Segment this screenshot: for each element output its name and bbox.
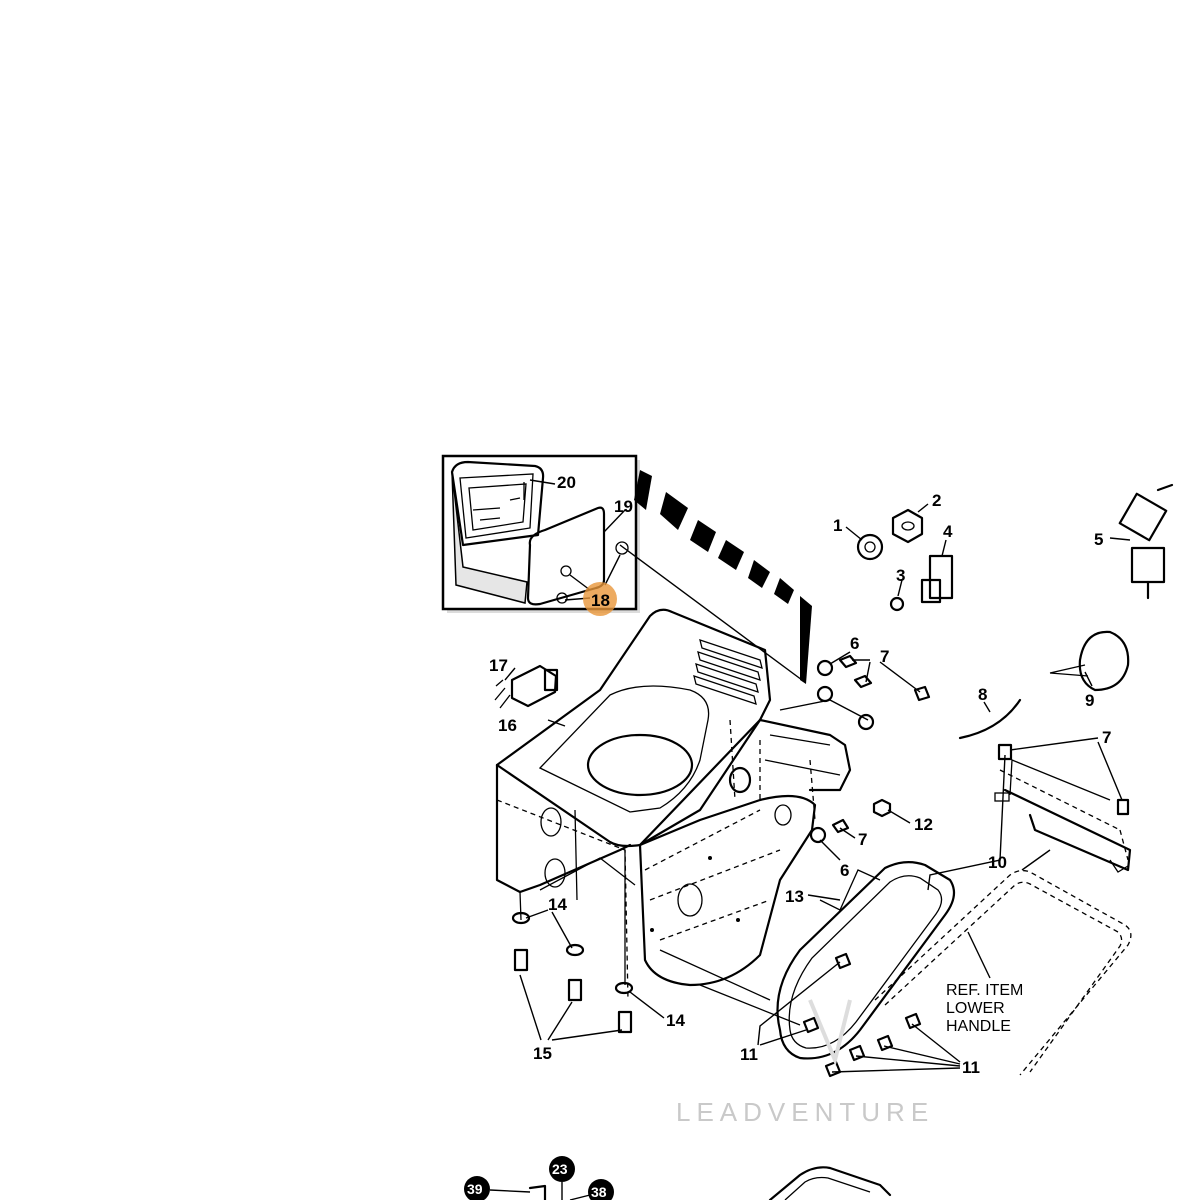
ref-item-line-2: LOWER [946,1000,1005,1017]
ref-item-line-3: HANDLE [946,1018,1011,1035]
label-part-14a[interactable]: 14 [548,895,567,914]
bottom-section: 39 23 38 [464,1156,892,1200]
ref-item-line-1: REF. ITEM [946,982,1023,999]
main-housing [495,608,852,1026]
label-part-6a[interactable]: 6 [850,634,859,653]
label-part-11a[interactable]: 11 [740,1045,758,1064]
belt-cover [776,861,956,1060]
label-part-3[interactable]: 3 [896,566,905,585]
label-part-12[interactable]: 12 [914,815,933,834]
watermark-text: LEADVENTURE [676,1097,934,1127]
label-part-13[interactable]: 13 [785,887,804,906]
lower-handle [874,869,1132,1076]
label-part-16[interactable]: 16 [498,716,517,735]
watermark: LEADVENTURE [676,999,934,1127]
label-part-14b[interactable]: 14 [666,1011,685,1030]
ref-item-note: REF. ITEM LOWER HANDLE [946,982,1023,1035]
fasteners [494,483,1174,1078]
label-part-7b[interactable]: 7 [1102,728,1111,747]
label-part-19[interactable]: 19 [614,497,633,516]
handle-bracket [927,754,1132,891]
label-part-10[interactable]: 10 [988,853,1007,872]
label-part-18[interactable]: 18 [591,591,610,610]
highlight-part-18[interactable]: 18 [583,582,617,616]
inset-pointer [634,470,812,684]
callout-39[interactable]: 39 [467,1181,483,1197]
label-part-20[interactable]: 20 [557,473,576,492]
label-part-15[interactable]: 15 [533,1044,552,1063]
inset-detail [441,454,640,613]
label-part-17[interactable]: 17 [489,656,508,675]
label-part-11b[interactable]: 11 [962,1058,980,1077]
label-part-4[interactable]: 4 [943,522,953,541]
label-part-8[interactable]: 8 [978,685,987,704]
part-labels: 1 2 3 4 5 6 6 7 7 7 8 9 10 11 11 12 13 1… [489,473,1111,1077]
leader-lines [504,503,1131,1073]
label-part-1[interactable]: 1 [833,516,842,535]
callout-38[interactable]: 38 [591,1184,607,1200]
label-part-9[interactable]: 9 [1085,691,1094,710]
label-part-2[interactable]: 2 [932,491,941,510]
callout-23[interactable]: 23 [552,1161,568,1177]
label-part-5[interactable]: 5 [1094,530,1103,549]
label-part-7a[interactable]: 7 [880,647,889,666]
label-part-6b[interactable]: 6 [840,861,849,880]
label-part-7c[interactable]: 7 [858,830,867,849]
